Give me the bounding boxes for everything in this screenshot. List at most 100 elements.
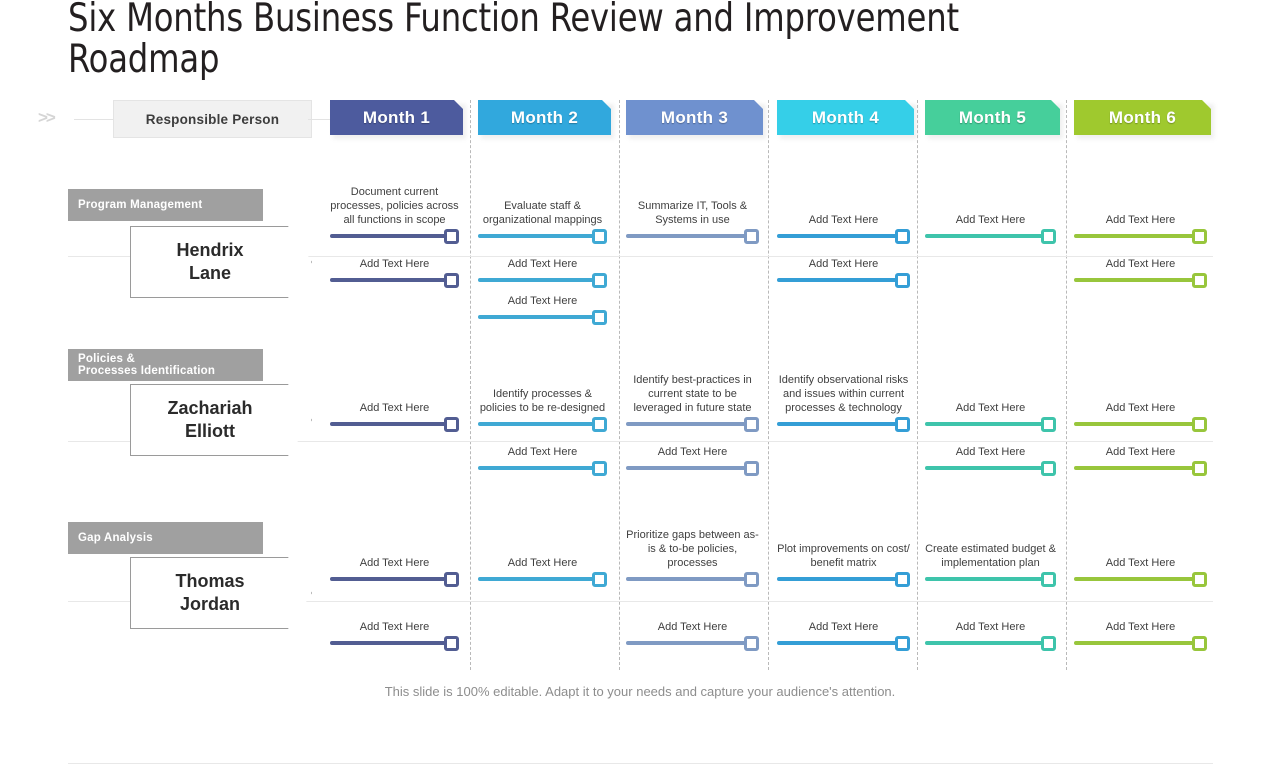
month-tab-2[interactable]: Month 2 — [478, 100, 611, 135]
task-label: Add Text Here — [1105, 402, 1176, 414]
task-item[interactable]: Add Text Here — [330, 519, 459, 587]
task-item[interactable]: Add Text Here — [1074, 220, 1207, 288]
task-label: Add Text Here — [507, 446, 578, 458]
task-item[interactable]: Add Text Here — [330, 364, 459, 432]
responsible-person-header: Responsible Person — [113, 100, 312, 138]
task-item[interactable]: Add Text Here — [1074, 583, 1207, 651]
task-end-marker[interactable] — [444, 273, 459, 288]
task-bar — [1074, 577, 1199, 581]
task-item[interactable]: Prioritize gaps between as-is & to-be po… — [626, 519, 759, 587]
month-tab-5[interactable]: Month 5 — [925, 100, 1060, 135]
task-item[interactable]: Add Text Here — [626, 583, 759, 651]
task-end-marker[interactable] — [1041, 572, 1056, 587]
row-separator — [68, 601, 1213, 602]
task-item[interactable]: Add Text Here — [478, 220, 607, 288]
row-separator — [68, 256, 1213, 257]
task-label: Add Text Here — [359, 402, 430, 414]
task-end-marker[interactable] — [1041, 229, 1056, 244]
task-item[interactable]: Add Text Here — [925, 583, 1056, 651]
row-category-label: Policies &Processes Identification — [68, 349, 263, 381]
task-item[interactable]: Add Text Here — [925, 408, 1056, 476]
task-bar — [925, 641, 1048, 645]
task-item[interactable]: Add Text Here — [777, 583, 910, 651]
task-bar — [478, 278, 599, 282]
task-end-marker[interactable] — [1192, 572, 1207, 587]
task-item[interactable]: Add Text Here — [626, 408, 759, 476]
task-end-marker[interactable] — [444, 417, 459, 432]
task-item[interactable]: Identify best-practices in current state… — [626, 364, 759, 432]
month-tab-6[interactable]: Month 6 — [1074, 100, 1211, 135]
task-end-marker[interactable] — [592, 572, 607, 587]
task-end-marker[interactable] — [592, 229, 607, 244]
task-end-marker[interactable] — [744, 229, 759, 244]
task-end-marker[interactable] — [1192, 636, 1207, 651]
task-item[interactable]: Add Text Here — [1074, 408, 1207, 476]
month-tab-1[interactable]: Month 1 — [330, 100, 463, 135]
task-label: Add Text Here — [808, 621, 879, 633]
task-end-marker[interactable] — [444, 572, 459, 587]
task-label: Add Text Here — [359, 621, 430, 633]
task-item[interactable]: Evaluate staff & organizational mappings — [478, 176, 607, 244]
task-label: Document current processes, policies acr… — [330, 186, 459, 226]
task-item[interactable]: Document current processes, policies acr… — [330, 176, 459, 244]
task-item[interactable]: Identify processes & policies to be re-d… — [478, 364, 607, 432]
task-item[interactable]: Add Text Here — [1074, 519, 1207, 587]
task-end-marker[interactable] — [1192, 273, 1207, 288]
task-item[interactable]: Add Text Here — [478, 408, 607, 476]
task-end-marker[interactable] — [1041, 461, 1056, 476]
task-end-marker[interactable] — [895, 417, 910, 432]
task-item[interactable]: Add Text Here — [330, 583, 459, 651]
task-label: Prioritize gaps between as-is & to-be po… — [626, 529, 759, 569]
slide-root: Six Months Business Function Review and … — [38, 0, 1214, 764]
task-item[interactable]: Plot improvements on cost/ benefit matri… — [777, 519, 910, 587]
month-tab-4[interactable]: Month 4 — [777, 100, 914, 135]
task-bar — [478, 422, 599, 426]
month-tab-3[interactable]: Month 3 — [626, 100, 763, 135]
task-bar — [626, 577, 751, 581]
task-end-marker[interactable] — [895, 229, 910, 244]
task-end-marker[interactable] — [744, 636, 759, 651]
task-end-marker[interactable] — [744, 417, 759, 432]
task-item[interactable]: Add Text Here — [1074, 364, 1207, 432]
task-item[interactable]: Add Text Here — [925, 364, 1056, 432]
task-end-marker[interactable] — [1192, 229, 1207, 244]
task-bar — [626, 422, 751, 426]
task-end-marker[interactable] — [744, 572, 759, 587]
task-bar — [626, 234, 751, 238]
task-bar — [478, 577, 599, 581]
task-item[interactable]: Add Text Here — [478, 257, 607, 325]
task-item[interactable]: Add Text Here — [925, 176, 1056, 244]
task-end-marker[interactable] — [1041, 417, 1056, 432]
task-end-marker[interactable] — [1192, 461, 1207, 476]
task-end-marker[interactable] — [895, 572, 910, 587]
task-end-marker[interactable] — [444, 636, 459, 651]
task-end-marker[interactable] — [1192, 417, 1207, 432]
task-item[interactable]: Add Text Here — [478, 519, 607, 587]
task-item[interactable]: Add Text Here — [777, 220, 910, 288]
task-label: Add Text Here — [808, 258, 879, 270]
column-separator — [768, 100, 769, 670]
task-end-marker[interactable] — [592, 461, 607, 476]
row-separator — [68, 441, 1213, 442]
task-item[interactable]: Add Text Here — [330, 220, 459, 288]
task-item[interactable]: Create estimated budget & implementation… — [925, 519, 1056, 587]
task-end-marker[interactable] — [592, 273, 607, 288]
task-end-marker[interactable] — [895, 636, 910, 651]
task-bar — [330, 278, 451, 282]
task-item[interactable]: Identify observational risks and issues … — [777, 364, 910, 432]
task-bar — [1074, 466, 1199, 470]
task-end-marker[interactable] — [444, 229, 459, 244]
responsible-connector-line — [308, 119, 330, 120]
task-end-marker[interactable] — [1041, 636, 1056, 651]
task-item[interactable]: Add Text Here — [777, 176, 910, 244]
task-bar — [626, 641, 751, 645]
task-item[interactable]: Summarize IT, Tools & Systems in use — [626, 176, 759, 244]
task-end-marker[interactable] — [592, 310, 607, 325]
task-end-marker[interactable] — [592, 417, 607, 432]
task-end-marker[interactable] — [744, 461, 759, 476]
task-end-marker[interactable] — [895, 273, 910, 288]
task-item[interactable]: Add Text Here — [1074, 176, 1207, 244]
arrow-shape — [130, 384, 312, 456]
task-bar — [330, 234, 451, 238]
